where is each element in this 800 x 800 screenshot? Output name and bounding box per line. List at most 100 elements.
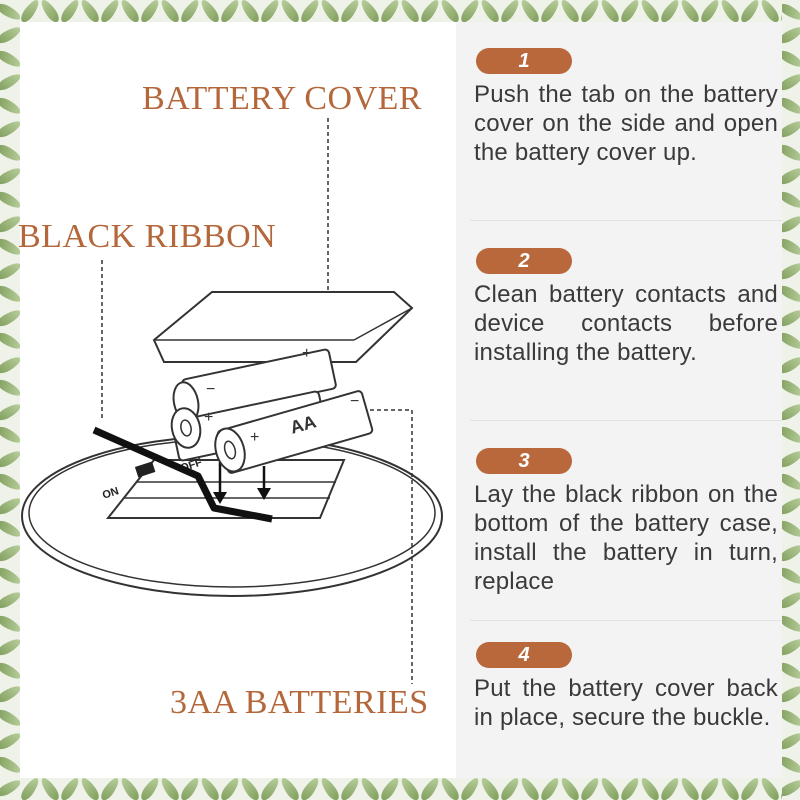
leaf-icon [78,0,102,22]
leaf-icon [782,259,800,282]
leaf-icon [398,0,422,22]
leaf-icon [238,778,262,800]
leaf-icon [782,447,800,470]
leaf-icon [138,0,162,22]
leaf-icon [0,730,20,753]
leaf-border-left [0,0,20,800]
leaf-icon [782,142,800,164]
black-ribbon-callout: BLACK RIBBON [18,218,277,255]
leaf-icon [782,612,800,635]
diagram-drawing: ON OFF − + + + [21,118,443,684]
leaf-icon [782,212,800,235]
leaf-icon [678,0,702,22]
svg-text:+: + [204,409,213,426]
battery-cover-callout: BATTERY COVER [142,80,423,117]
leaf-icon [782,400,800,423]
leaf-border-bottom [0,778,800,800]
leaf-icon [782,236,800,258]
leaf-icon [658,778,682,800]
leaf-icon [782,730,800,753]
leaf-icon [138,778,162,800]
leaf-icon [678,778,702,800]
leaf-icon [0,353,20,376]
leaf-icon [0,330,20,353]
leaf-icon [0,683,20,705]
leaf-icon [782,377,800,400]
step-divider [470,220,782,221]
leaf-icon [782,283,800,305]
leaf-icon [782,189,800,211]
battery-installation-diagram: ON OFF − + + + [18,22,456,778]
leaf-icon [782,542,800,564]
leaf-icon [518,778,542,800]
leaf-icon [638,0,662,22]
leaf-icon [782,306,800,329]
step-number-badge: 1 [476,48,572,74]
leaf-icon [0,424,20,447]
leaf-icon [738,778,762,800]
leaf-icon [782,330,800,353]
power-switch [134,461,156,478]
leaf-icon [198,778,222,800]
leaf-icon [0,24,20,47]
svg-text:−: − [206,381,215,398]
leaf-icon [498,778,522,800]
leaf-icon [538,0,562,22]
leaf-icon [0,400,20,423]
leaf-icon [118,778,142,800]
leaf-icon [38,778,62,800]
leaf-border-top [0,0,800,22]
step-description: Put the battery cover back in place, sec… [474,675,778,731]
svg-text:+: + [250,429,259,446]
leaf-icon [782,659,800,682]
leaf-icon [18,778,42,800]
leaf-icon [318,778,342,800]
leaf-icon [0,71,20,94]
leaf-icon [782,71,800,94]
leaf-icon [0,636,20,658]
leaf-icon [578,778,602,800]
leaf-icon [0,283,20,305]
leaf-icon [298,0,322,22]
step-3: 3 Lay the black ribbon on the bottom of … [474,448,778,596]
leaf-icon [782,0,800,23]
leaf-icon [758,778,782,800]
leaf-icon [0,777,20,800]
leaf-icon [418,778,442,800]
leaf-icon [0,706,20,729]
leaf-icon [782,24,800,47]
leaf-icon [338,0,362,22]
arrow-down-icon [213,492,227,504]
leaf-icon [218,0,242,22]
leaf-icon [0,212,20,235]
leaf-icon [0,118,20,141]
leaf-icon [578,0,602,22]
leaf-icon [278,778,302,800]
step-number-badge: 2 [476,248,572,274]
leaf-icon [0,259,20,282]
leaf-icon [782,683,800,705]
leaf-icon [558,0,582,22]
leaf-icon [782,589,800,611]
leaf-icon [658,0,682,22]
leaf-icon [0,471,20,494]
leaf-icon [0,165,20,188]
leaf-icon [118,0,142,22]
leaf-icon [782,753,800,776]
leaf-icon [782,636,800,658]
leaf-icon [158,0,182,22]
leaf-icon [318,0,342,22]
step-number-badge: 3 [476,448,572,474]
leaf-icon [0,612,20,635]
leaf-icon [458,0,482,22]
leaf-icon [0,753,20,776]
battery-front: + − AA [214,390,374,474]
step-divider [470,420,782,421]
black-ribbon [92,426,273,523]
leaf-border-right [782,0,800,800]
leaf-icon [378,778,402,800]
leaf-icon [538,778,562,800]
leaf-icon [638,778,662,800]
leaf-icon [782,47,800,70]
leaf-icon [782,165,800,188]
